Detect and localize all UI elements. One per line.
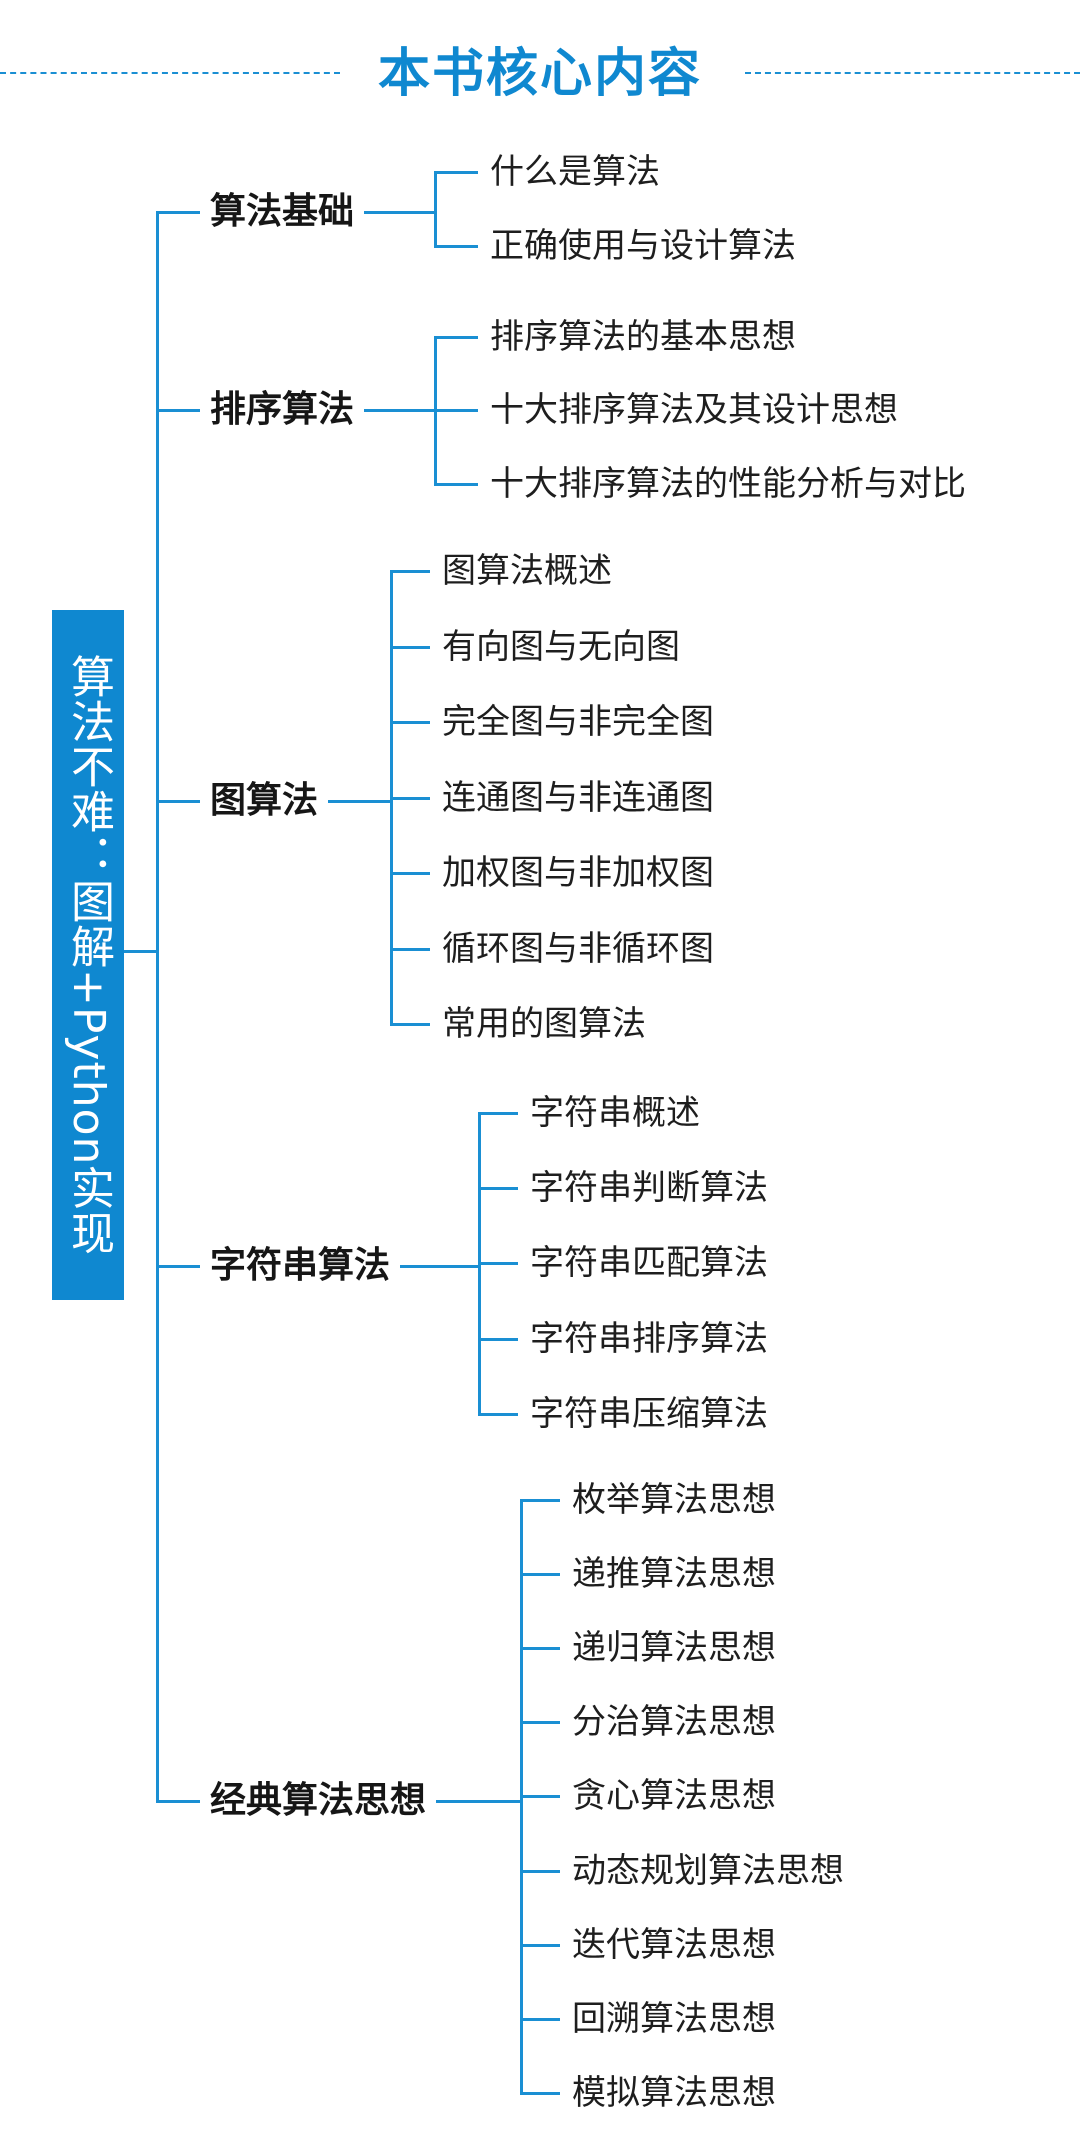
leaf-label: 枚举算法思想 <box>572 1480 776 1520</box>
leaf-label: 字符串排序算法 <box>530 1319 768 1359</box>
leaf-label: 模拟算法思想 <box>572 2073 776 2113</box>
leaf-label: 迭代算法思想 <box>572 1925 776 1965</box>
title-rule-left <box>0 72 340 74</box>
leaf-connector <box>390 646 430 649</box>
leaf-label: 动态规划算法思想 <box>572 1851 844 1891</box>
category-connector <box>156 1800 200 1803</box>
leaf-label: 连通图与非连通图 <box>442 778 714 818</box>
leaf-label: 完全图与非完全图 <box>442 702 714 742</box>
leaf-connector <box>390 948 430 951</box>
leaf-connector <box>434 171 478 174</box>
leaf-connector <box>520 1647 560 1650</box>
leaf-label: 字符串匹配算法 <box>530 1243 768 1283</box>
branch-connector <box>328 800 390 803</box>
branch-bracket <box>434 172 437 248</box>
leaf-label: 回溯算法思想 <box>572 1999 776 2039</box>
category-label: 排序算法 <box>210 389 355 430</box>
category-label: 图算法 <box>210 780 319 821</box>
leaf-label: 图算法概述 <box>442 551 612 591</box>
leaf-label: 什么是算法 <box>490 152 660 192</box>
leaf-connector <box>478 1413 518 1416</box>
leaf-connector <box>520 1573 560 1576</box>
leaf-connector <box>520 2018 560 2021</box>
leaf-connector <box>390 570 430 573</box>
leaf-label: 贪心算法思想 <box>572 1776 776 1816</box>
leaf-connector <box>478 1112 518 1115</box>
root-node: 算法不难：图解+Python实现 <box>52 610 124 1300</box>
leaf-label: 字符串判断算法 <box>530 1168 768 1208</box>
leaf-connector <box>520 2092 560 2095</box>
leaf-connector <box>434 336 478 339</box>
leaf-connector <box>434 245 478 248</box>
category-label: 算法基础 <box>210 191 355 232</box>
leaf-connector <box>520 1944 560 1947</box>
branch-connector <box>400 1265 478 1268</box>
root-label: 算法不难：图解+Python实现 <box>63 654 114 1256</box>
leaf-label: 递归算法思想 <box>572 1628 776 1668</box>
category-label: 经典算法思想 <box>210 1780 427 1821</box>
title-rule-right <box>745 72 1080 74</box>
leaf-connector <box>390 721 430 724</box>
leaf-connector <box>390 1023 430 1026</box>
leaf-label: 字符串概述 <box>530 1093 700 1133</box>
branch-connector <box>436 1800 520 1803</box>
leaf-label: 循环图与非循环图 <box>442 929 714 969</box>
leaf-label: 递推算法思想 <box>572 1554 776 1594</box>
leaf-label: 字符串压缩算法 <box>530 1394 768 1434</box>
category-connector <box>156 211 200 214</box>
leaf-label: 正确使用与设计算法 <box>490 226 796 266</box>
leaf-connector <box>520 1499 560 1502</box>
leaf-connector <box>390 872 430 875</box>
branch-connector <box>364 211 434 214</box>
leaf-connector <box>520 1721 560 1724</box>
leaf-connector <box>390 797 430 800</box>
leaf-connector <box>520 1795 560 1798</box>
leaf-label: 有向图与无向图 <box>442 627 680 667</box>
category-connector <box>156 1265 200 1268</box>
page-title: 本书核心内容 <box>377 44 702 104</box>
leaf-connector <box>478 1187 518 1190</box>
leaf-connector <box>434 483 478 486</box>
leaf-label: 排序算法的基本思想 <box>490 317 796 357</box>
root-connector <box>124 950 156 953</box>
category-connector <box>156 409 200 412</box>
leaf-label: 加权图与非加权图 <box>442 853 714 893</box>
trunk-line <box>156 212 159 1801</box>
leaf-label: 分治算法思想 <box>572 1702 776 1742</box>
leaf-label: 十大排序算法的性能分析与对比 <box>490 464 966 504</box>
leaf-connector <box>520 1870 560 1873</box>
leaf-label: 常用的图算法 <box>442 1004 646 1044</box>
category-connector <box>156 800 200 803</box>
leaf-connector <box>478 1338 518 1341</box>
category-label: 字符串算法 <box>210 1245 391 1286</box>
leaf-connector <box>478 1262 518 1265</box>
leaf-label: 十大排序算法及其设计思想 <box>490 390 898 430</box>
leaf-connector <box>434 409 478 412</box>
branch-connector <box>364 409 434 412</box>
